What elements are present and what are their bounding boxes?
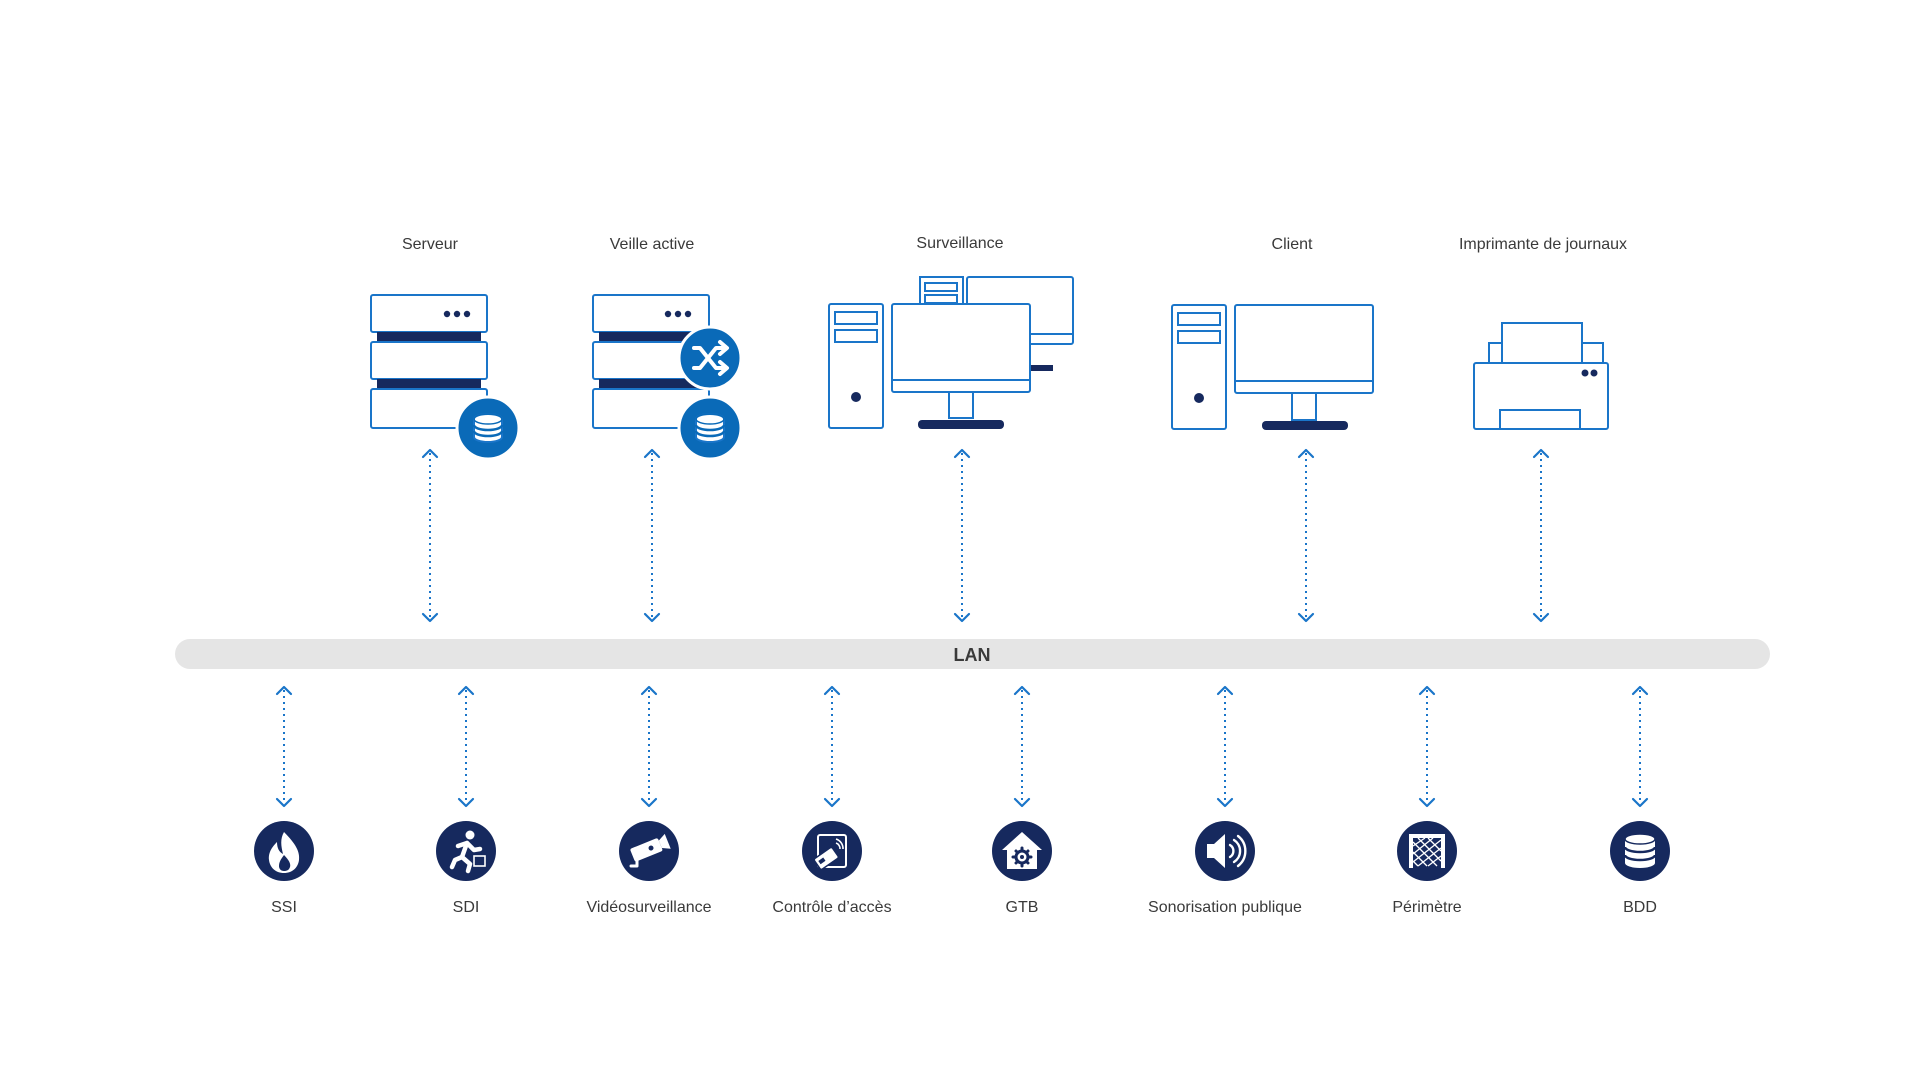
connector-lan-sono bbox=[1216, 685, 1234, 808]
server-sync-database-icon bbox=[592, 294, 743, 461]
lan-bar bbox=[175, 639, 1770, 669]
printer-icon bbox=[1473, 322, 1609, 430]
subsystem-label-sdi: SDI bbox=[453, 899, 480, 916]
subsystem-label-bdd: BDD bbox=[1623, 899, 1657, 916]
lan-label: LAN bbox=[954, 645, 991, 665]
connector-veille-lan bbox=[643, 448, 661, 623]
device-label-imprimante: Imprimante de journaux bbox=[1459, 236, 1627, 253]
subsystem-label-sonorisation: Sonorisation publique bbox=[1148, 899, 1302, 916]
connector-lan-ssi bbox=[275, 685, 293, 808]
server-database-icon bbox=[370, 294, 521, 461]
connector-lan-sdi bbox=[457, 685, 475, 808]
top-connectors bbox=[421, 448, 1550, 623]
device-label-surveillance: Surveillance bbox=[916, 235, 1003, 252]
connector-lan-acces bbox=[823, 685, 841, 808]
device-label-serveur: Serveur bbox=[402, 236, 459, 253]
subsystem-label-ssi: SSI bbox=[271, 899, 297, 916]
connector-lan-video bbox=[640, 685, 658, 808]
device-label-veille-active: Veille active bbox=[610, 236, 695, 253]
house-gear-icon bbox=[992, 821, 1052, 881]
connector-surveillance-lan bbox=[953, 448, 971, 623]
fence-icon bbox=[1397, 821, 1457, 881]
connector-lan-gtb bbox=[1013, 685, 1031, 808]
bottom-connectors bbox=[275, 685, 1649, 808]
connector-lan-bdd bbox=[1631, 685, 1649, 808]
dual-workstation-icon bbox=[828, 276, 1074, 429]
access-card-icon bbox=[802, 821, 862, 881]
connector-client-lan bbox=[1297, 448, 1315, 623]
connector-imprimante-lan bbox=[1532, 448, 1550, 623]
subsystem-label-perimetre: Périmètre bbox=[1392, 899, 1461, 916]
subsystem-label-videosurveillance: Vidéosurveillance bbox=[586, 899, 711, 916]
cctv-camera-icon bbox=[619, 821, 679, 881]
running-person-icon bbox=[436, 821, 496, 881]
fire-icon bbox=[254, 821, 314, 881]
workstation-icon bbox=[1171, 304, 1374, 430]
subsystem-label-gtb: GTB bbox=[1006, 899, 1039, 916]
subsystem-label-controle-acces: Contrôle d’accès bbox=[772, 899, 891, 916]
connector-lan-perimetre bbox=[1418, 685, 1436, 808]
device-label-client: Client bbox=[1272, 236, 1313, 253]
speaker-icon bbox=[1195, 821, 1255, 881]
connector-serveur-lan bbox=[421, 448, 439, 623]
database-icon bbox=[1610, 821, 1670, 881]
